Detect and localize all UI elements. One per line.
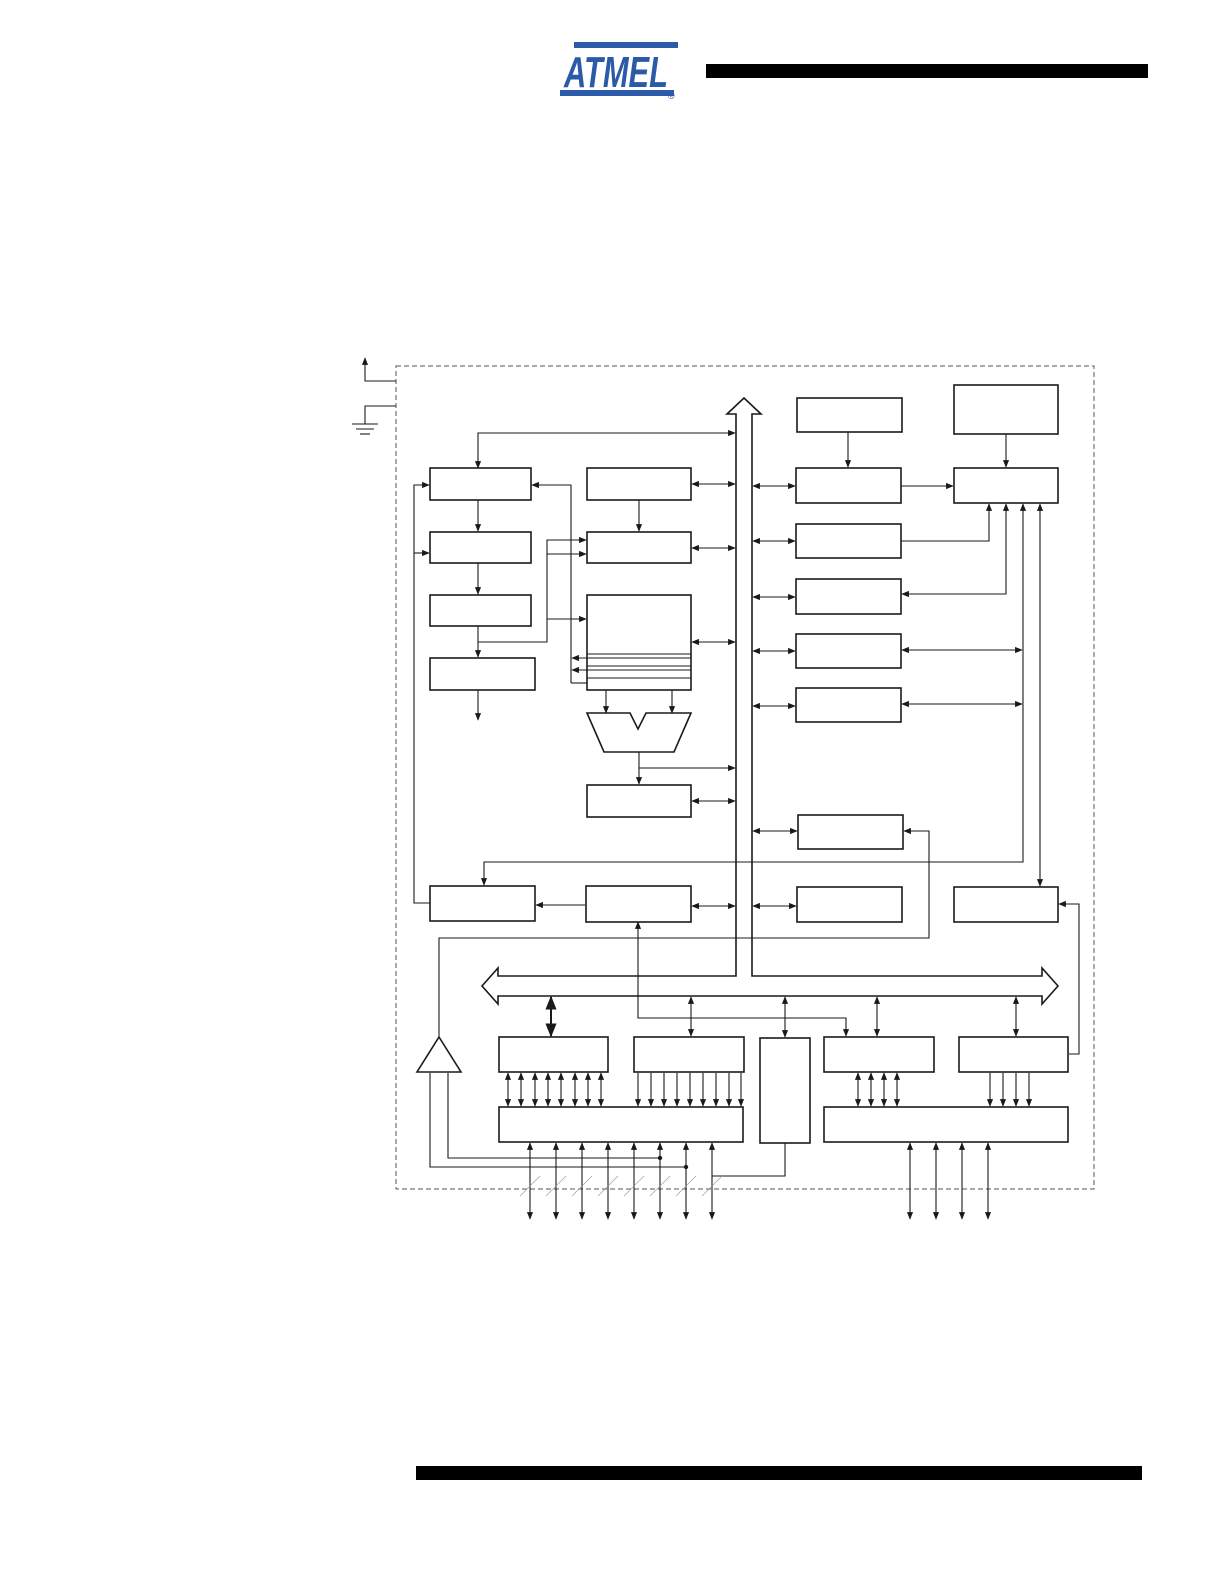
instruction-decoder-block <box>429 657 536 691</box>
port-a-register-block <box>498 1036 609 1073</box>
program-flash-block <box>429 531 532 564</box>
instruction-register-block <box>429 594 532 627</box>
oscillator-block <box>953 384 1059 435</box>
port-b-data-dir-block <box>958 1036 1069 1073</box>
interrupt-unit-block <box>795 633 902 669</box>
registered-mark: ® <box>668 91 675 100</box>
program-counter-block <box>429 467 532 501</box>
connections <box>413 429 1080 1220</box>
adc-block <box>953 886 1059 923</box>
timing-control-block <box>953 467 1059 504</box>
watchdog-timer-block <box>795 467 902 504</box>
footer-rule <box>416 1466 1142 1480</box>
mcu-control-block <box>795 523 902 559</box>
register-file-block <box>586 594 692 691</box>
atmel-logo: ATMEL ® <box>560 42 678 100</box>
port-b-register-block <box>823 1036 935 1073</box>
power-pins <box>352 357 396 435</box>
analog-comparator-block <box>797 814 904 850</box>
eeprom-block <box>796 886 903 923</box>
port-a-drivers-block <box>498 1106 744 1143</box>
data-bus <box>480 396 1060 1007</box>
brand-wordmark: ATMEL <box>563 48 668 97</box>
stack-pointer-block <box>586 467 692 501</box>
control-lines-block <box>585 885 692 923</box>
reset-logic-block <box>759 1037 811 1144</box>
port-a-data-dir-block <box>633 1036 745 1073</box>
programming-logic-block <box>429 885 536 922</box>
status-register-block <box>586 784 692 818</box>
timer-counter-block <box>795 578 902 615</box>
port-b-drivers-block <box>823 1106 1069 1143</box>
sram-block <box>586 531 692 564</box>
alu-block <box>585 712 693 753</box>
chip-boundary <box>395 365 1095 1190</box>
header-rule <box>706 64 1148 78</box>
watchdog-osc-block <box>796 397 903 433</box>
analog-comparator-triangle <box>415 1035 463 1073</box>
universal-serial-interface-block <box>795 687 902 723</box>
